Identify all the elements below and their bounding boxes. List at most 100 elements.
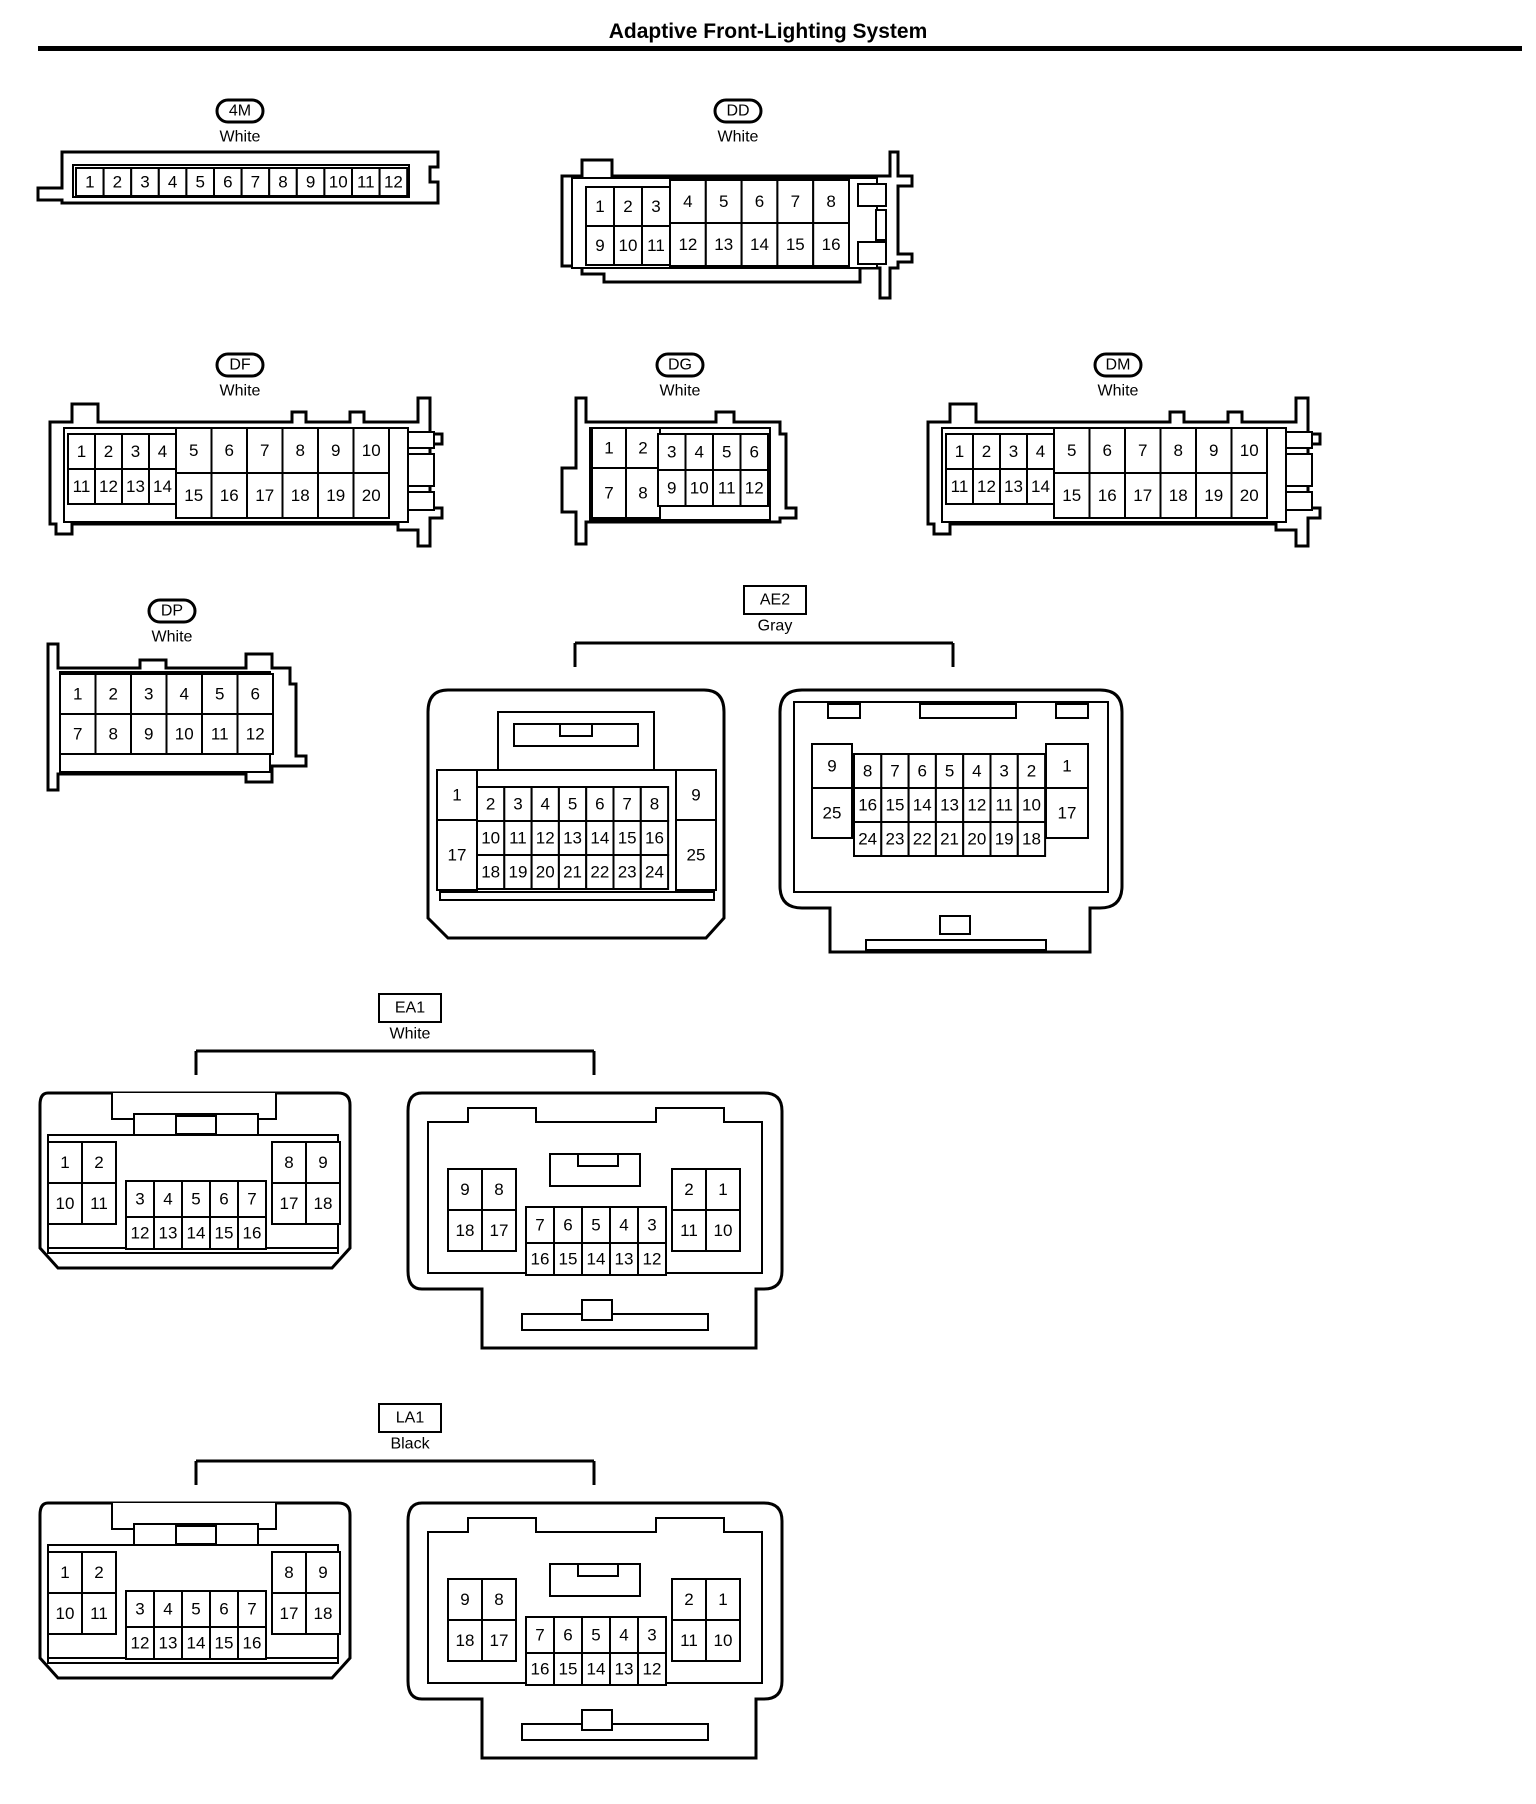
pin-cell-box bbox=[81, 1182, 117, 1225]
pin-number: 6 bbox=[563, 1626, 572, 1645]
pin-number: 5 bbox=[215, 685, 224, 704]
pin-cell-box bbox=[237, 1626, 267, 1660]
pin-cell-box bbox=[612, 786, 642, 822]
pin-number: 3 bbox=[667, 443, 676, 462]
pin-cell: 15 bbox=[880, 787, 910, 823]
pin-number: 17 bbox=[1058, 804, 1077, 823]
pin-cell: 13 bbox=[153, 1626, 183, 1660]
latch-tab bbox=[581, 1299, 613, 1321]
pin-number: 2 bbox=[684, 1590, 693, 1609]
pin-cell: 13 bbox=[934, 787, 965, 823]
pin-cell-box bbox=[657, 469, 687, 507]
pin-cell-box bbox=[739, 469, 769, 507]
pin-cell: 7 bbox=[59, 713, 97, 755]
pin-cell: 10 bbox=[476, 820, 506, 856]
latch-tab bbox=[577, 1563, 619, 1577]
pin-cell: 19 bbox=[1195, 472, 1233, 519]
pin-number: 2 bbox=[104, 442, 113, 461]
pin-cell: 11 bbox=[81, 1182, 117, 1225]
pin-cell: 5 bbox=[201, 673, 239, 715]
pin-cell: 5 bbox=[934, 753, 965, 789]
pin-cell: 6 bbox=[209, 1180, 239, 1218]
latch-tab bbox=[1055, 703, 1089, 719]
pin-cell: 8 bbox=[271, 1141, 307, 1184]
pin-cell: 16 bbox=[237, 1216, 267, 1250]
pin-cell: 13 bbox=[609, 1242, 639, 1276]
pin-number: 5 bbox=[945, 762, 954, 781]
pin-number: 3 bbox=[131, 442, 140, 461]
pin-cell-box bbox=[637, 1206, 667, 1244]
pin-cell: 17 bbox=[271, 1592, 307, 1635]
pin-cell: 16 bbox=[237, 1626, 267, 1660]
pin-cell: 3 bbox=[125, 1180, 155, 1218]
pin-cell-box bbox=[121, 468, 150, 505]
connector-id: 4M bbox=[229, 103, 251, 120]
pin-cell-box bbox=[47, 1141, 83, 1184]
pin-number: 4 bbox=[168, 173, 177, 192]
pin-cell-box bbox=[246, 427, 284, 474]
pin-cell-box bbox=[1045, 743, 1089, 789]
pin-cell-box bbox=[972, 468, 1001, 505]
pin-number: 10 bbox=[362, 441, 381, 460]
connector-id-oval bbox=[1093, 352, 1143, 378]
pin-cell-box bbox=[476, 786, 506, 822]
pin-number: 11 bbox=[509, 829, 527, 848]
pin-cell: 20 bbox=[530, 854, 560, 890]
pin-cell-box bbox=[59, 713, 97, 755]
pin-cell: 10 bbox=[47, 1182, 83, 1225]
latch-tab bbox=[581, 1709, 613, 1731]
pin-number: 18 bbox=[481, 863, 500, 882]
pin-cell-box bbox=[811, 743, 853, 789]
pin-number: 17 bbox=[255, 486, 274, 505]
pin-cell-box bbox=[153, 1590, 183, 1628]
pin-cell: 9 bbox=[657, 469, 687, 507]
pin-cell-box bbox=[237, 1216, 267, 1250]
pin-cell: 13 bbox=[609, 1652, 639, 1686]
pin-cell: 8 bbox=[94, 713, 132, 755]
pin-number: 2 bbox=[94, 1563, 103, 1582]
pin-cell: 5 bbox=[181, 1590, 211, 1628]
pin-number: 5 bbox=[591, 1626, 600, 1645]
pin-cell-box bbox=[305, 1182, 341, 1225]
pin-cell: 4 bbox=[609, 1206, 639, 1244]
pin-number: 15 bbox=[215, 1224, 234, 1243]
pin-number: 6 bbox=[219, 1190, 228, 1209]
pin-cell-box bbox=[210, 472, 248, 519]
pin-cell-box bbox=[639, 854, 670, 890]
pin-cell: 15 bbox=[553, 1652, 583, 1686]
pin-cell-box bbox=[81, 1551, 117, 1594]
connector-color: White bbox=[660, 383, 701, 400]
pin-number: 6 bbox=[219, 1600, 228, 1619]
pin-cell: 15 bbox=[612, 820, 642, 856]
pin-number: 14 bbox=[1031, 477, 1050, 496]
pin-cell-box bbox=[481, 1209, 517, 1252]
connector-color: White bbox=[220, 383, 261, 400]
pin-number: 13 bbox=[126, 477, 145, 496]
pin-cell: 22 bbox=[585, 854, 615, 890]
pin-number: 12 bbox=[745, 479, 764, 498]
pin-number: 6 bbox=[225, 441, 234, 460]
pin-cell-box bbox=[503, 854, 533, 890]
pin-number: 11 bbox=[951, 477, 969, 496]
pin-number: 1 bbox=[718, 1590, 727, 1609]
pin-cell: 14 bbox=[740, 222, 779, 267]
pin-number: 14 bbox=[587, 1250, 606, 1269]
pin-number: 4 bbox=[541, 795, 550, 814]
pin-number: 2 bbox=[982, 442, 991, 461]
pin-number: 16 bbox=[645, 829, 664, 848]
pin-cell-box bbox=[352, 472, 390, 519]
pin-cell-box bbox=[705, 1168, 741, 1211]
pin-cell: 16 bbox=[210, 472, 248, 519]
latch-tab bbox=[865, 939, 1047, 951]
pin-number: 1 bbox=[85, 173, 94, 192]
pin-cell-box bbox=[591, 427, 627, 469]
pin-cell-box bbox=[945, 433, 974, 470]
connector-color: Black bbox=[390, 1436, 430, 1453]
pin-number: 2 bbox=[638, 439, 647, 458]
pin-cell: 9 bbox=[305, 1551, 341, 1594]
pin-number: 15 bbox=[786, 235, 805, 254]
pin-number: 1 bbox=[595, 197, 604, 216]
pin-cell: 20 bbox=[962, 821, 992, 857]
